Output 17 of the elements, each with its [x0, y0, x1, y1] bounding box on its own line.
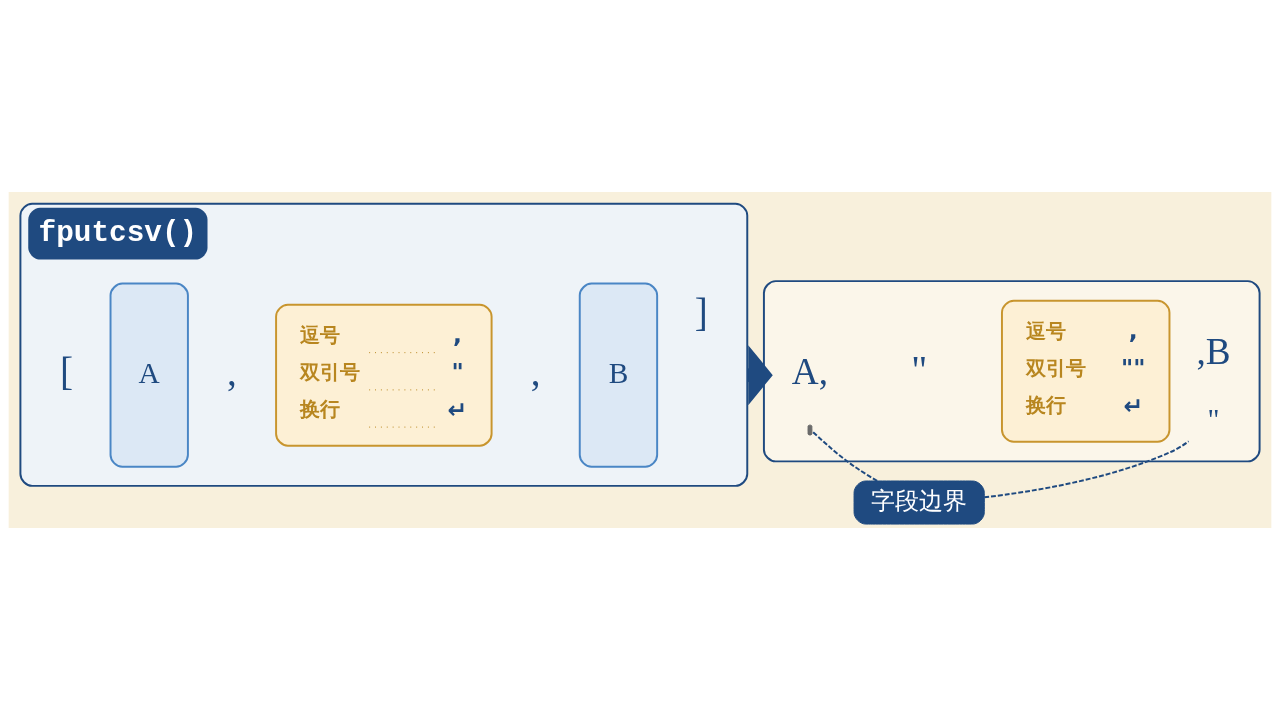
- label: ": [911, 348, 928, 392]
- node-text: ,B: [1196, 330, 1231, 372]
- node-text: ": [1207, 402, 1220, 435]
- node-box: 逗号 , 双引号 "" 换行 ↵: [1001, 299, 1171, 443]
- node-box: 字段边界: [853, 480, 985, 525]
- node-box: 逗号 , 双引号 " 换行 ↵: [275, 303, 493, 447]
- connector: [810, 430, 879, 482]
- label: ,: [227, 349, 237, 393]
- node-box: B: [578, 282, 659, 468]
- node-bar: [807, 424, 813, 436]
- label: ]: [694, 291, 708, 335]
- node-box: A: [109, 282, 189, 468]
- connector: [983, 440, 1190, 499]
- label: [: [59, 349, 73, 393]
- node-text: A,: [791, 351, 829, 393]
- label: ,: [530, 349, 541, 393]
- cluster: [762, 280, 1261, 463]
